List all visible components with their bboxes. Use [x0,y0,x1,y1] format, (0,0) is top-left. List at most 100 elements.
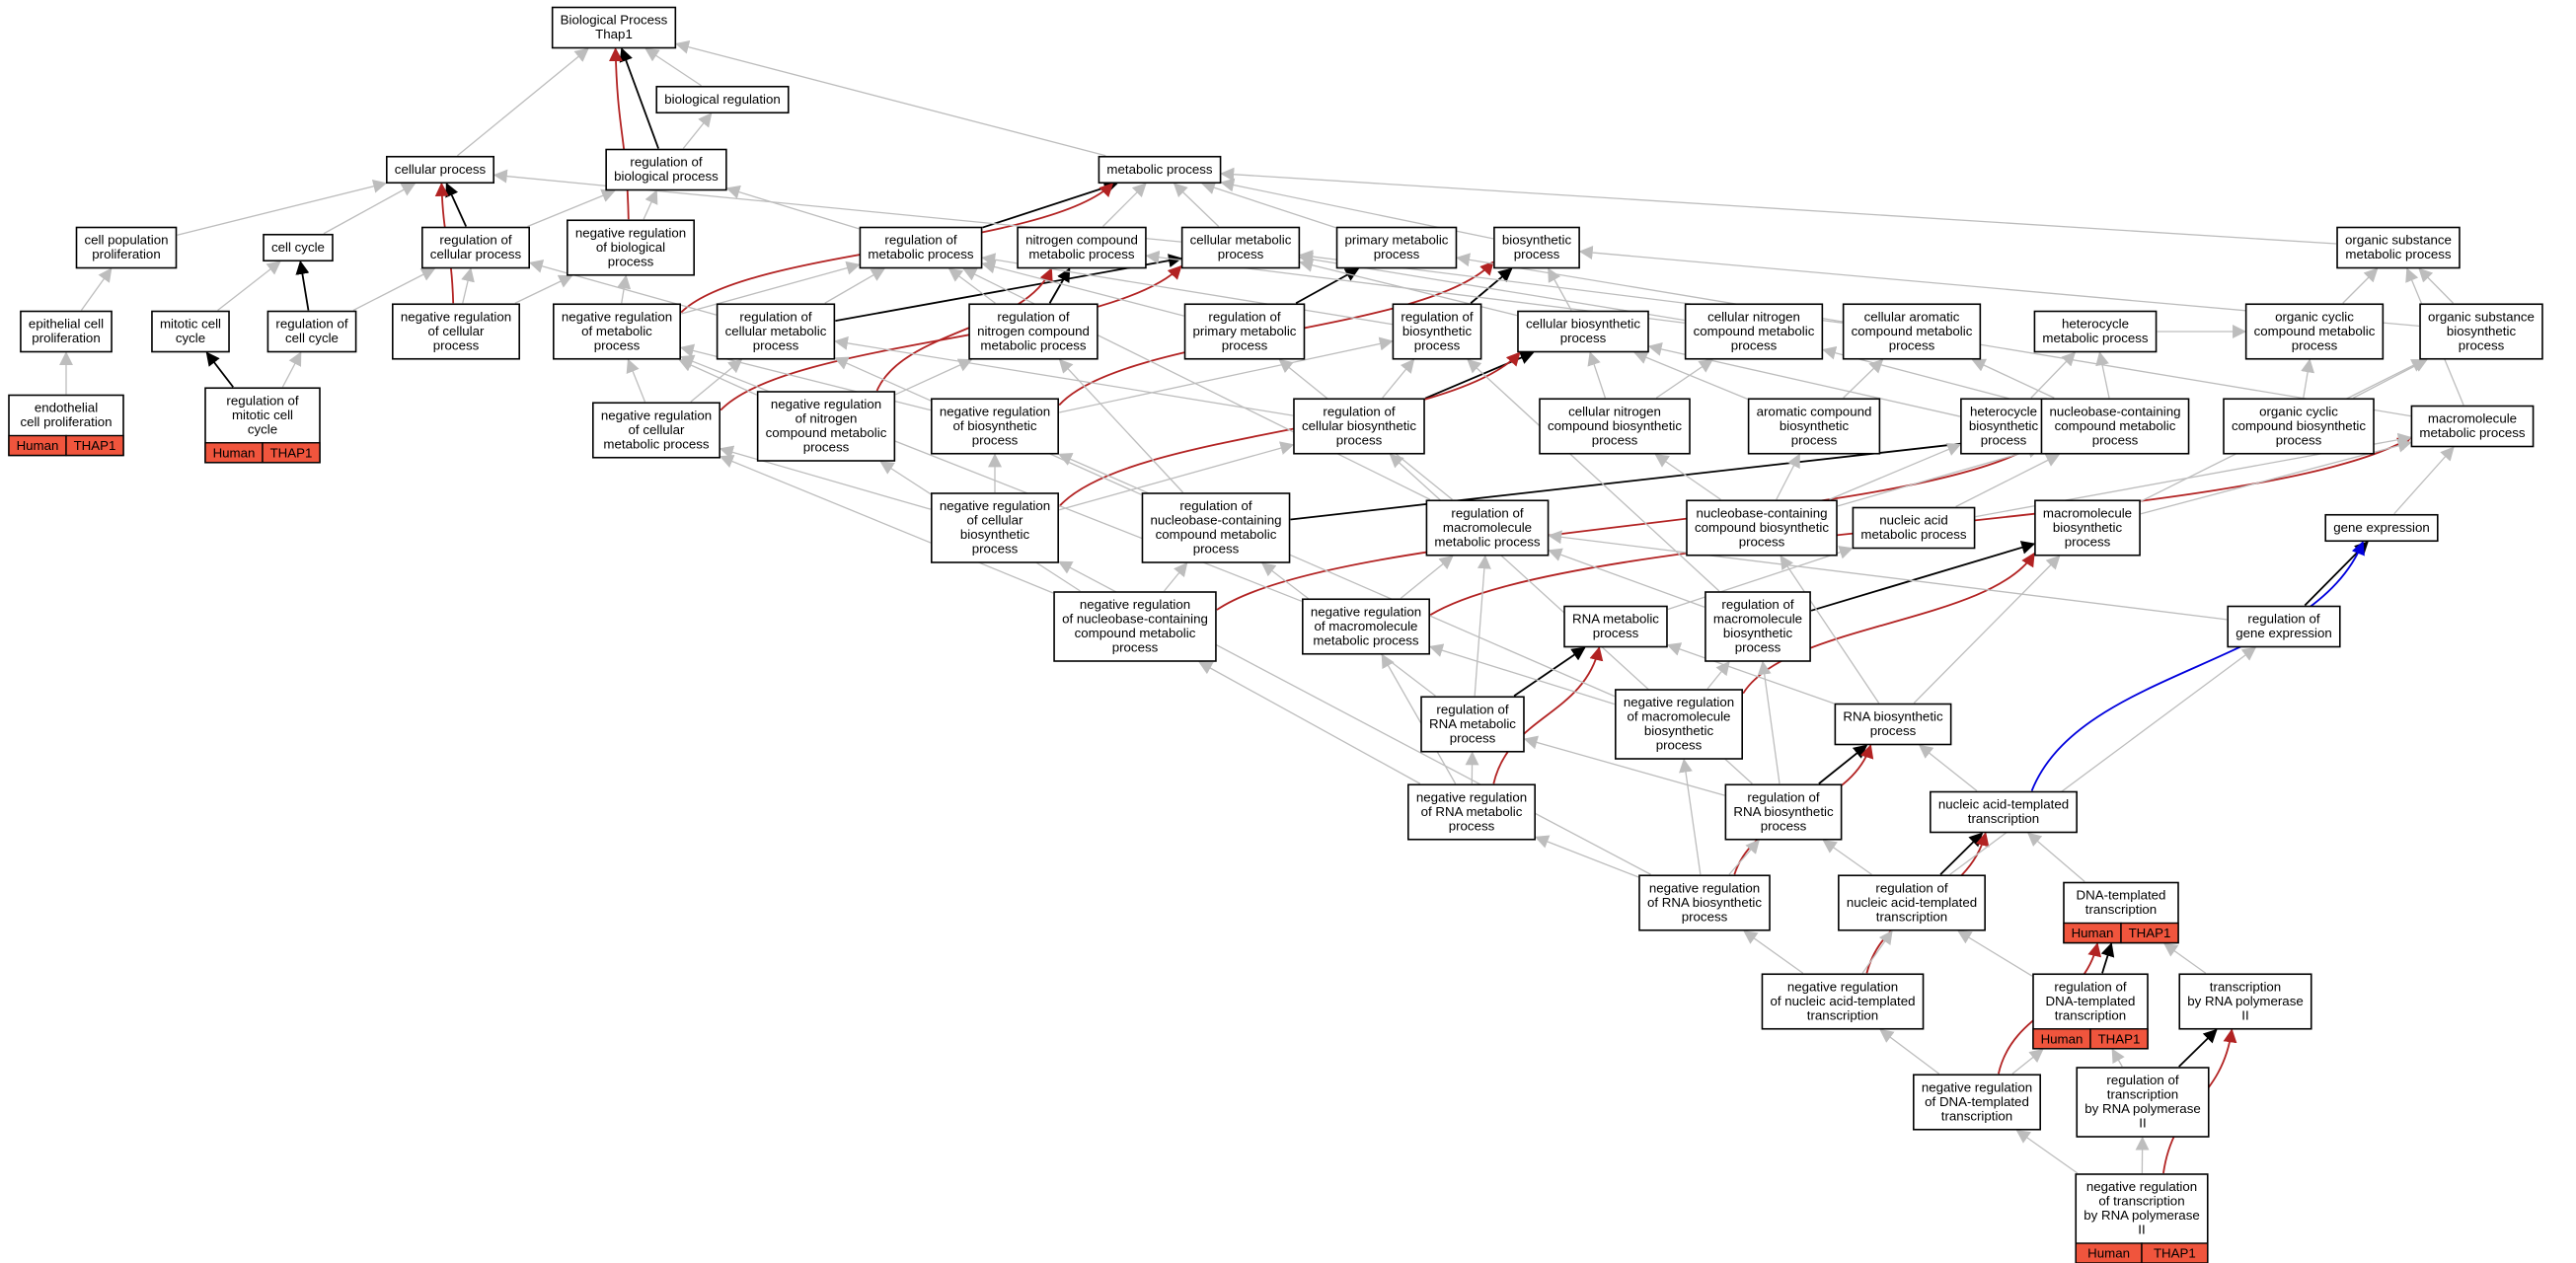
go-term-node-metab[interactable]: metabolic process [1098,155,1222,185]
go-term-node-cellcycle[interactable]: cell cycle [263,233,334,262]
gene-tag: THAP1 [2098,1031,2141,1046]
node-label-line: biosynthetic [2447,324,2517,338]
node-label-line: negative regulation [1080,597,1190,612]
edge-is-a-reggeneexp-to-regmacromet [1548,530,2228,621]
node-box [1615,689,1743,760]
edge-is-a-orgsubbio-to-orgsub [2418,267,2455,304]
edge-is-a-negregrnamet-to-negregmacromet [1381,653,1457,784]
node-box [1724,783,1843,841]
node-label-line: process [1112,640,1159,655]
edge-is-a-negregbio-to-regbio [643,189,658,220]
edge-is-a-regmet-to-regbio [725,185,860,230]
node-label-line: process [1682,909,1728,924]
node-label-line: transcription [1941,1108,2012,1123]
node-box [75,226,178,269]
node-label-line: nucleobase-containing [1696,505,1827,520]
edge-is-a-regmitotic-to-regcc [281,351,302,388]
go-term-node-bioreg[interactable]: biological regulation [655,85,790,114]
go-term-node-regdnatrans[interactable]: regulation ofDNA-templatedtranscriptionH… [2032,973,2149,1050]
node-label-line: process [1218,247,1264,261]
edge-is-a-cellmet-to-metab [1173,183,1220,227]
go-term-node-cellproc[interactable]: cellular process [386,155,494,185]
go-term-node-geneexp[interactable]: gene expression [2324,513,2439,543]
node-label-line: process [1870,723,1917,738]
node-label-line: biosynthetic [1969,418,2039,433]
go-term-node-regnucleo[interactable]: regulation ofnucleobase-containingcompou… [1141,492,1291,563]
node-label-line: cellular process [430,247,522,261]
go-term-node-regmacrobio[interactable]: regulation ofmacromoleculebiosyntheticpr… [1705,591,1811,662]
edge-is-a-nucacid-to-nucleobase [1955,454,2061,508]
node-label-line: transcription [1876,909,1947,924]
node-label-line: cell proliferation [20,414,112,429]
edge-is-a-negregmacrobio-to-negregmacromet [1428,643,1616,706]
edge-part-of-regmacrobio-to-macrobio [1810,541,2036,612]
node-box [1392,303,1482,360]
node-box [1838,874,1986,931]
node-label-line: process [2459,337,2505,352]
gene-tag: THAP1 [270,445,313,460]
node-label-line: negative regulation [771,397,881,411]
